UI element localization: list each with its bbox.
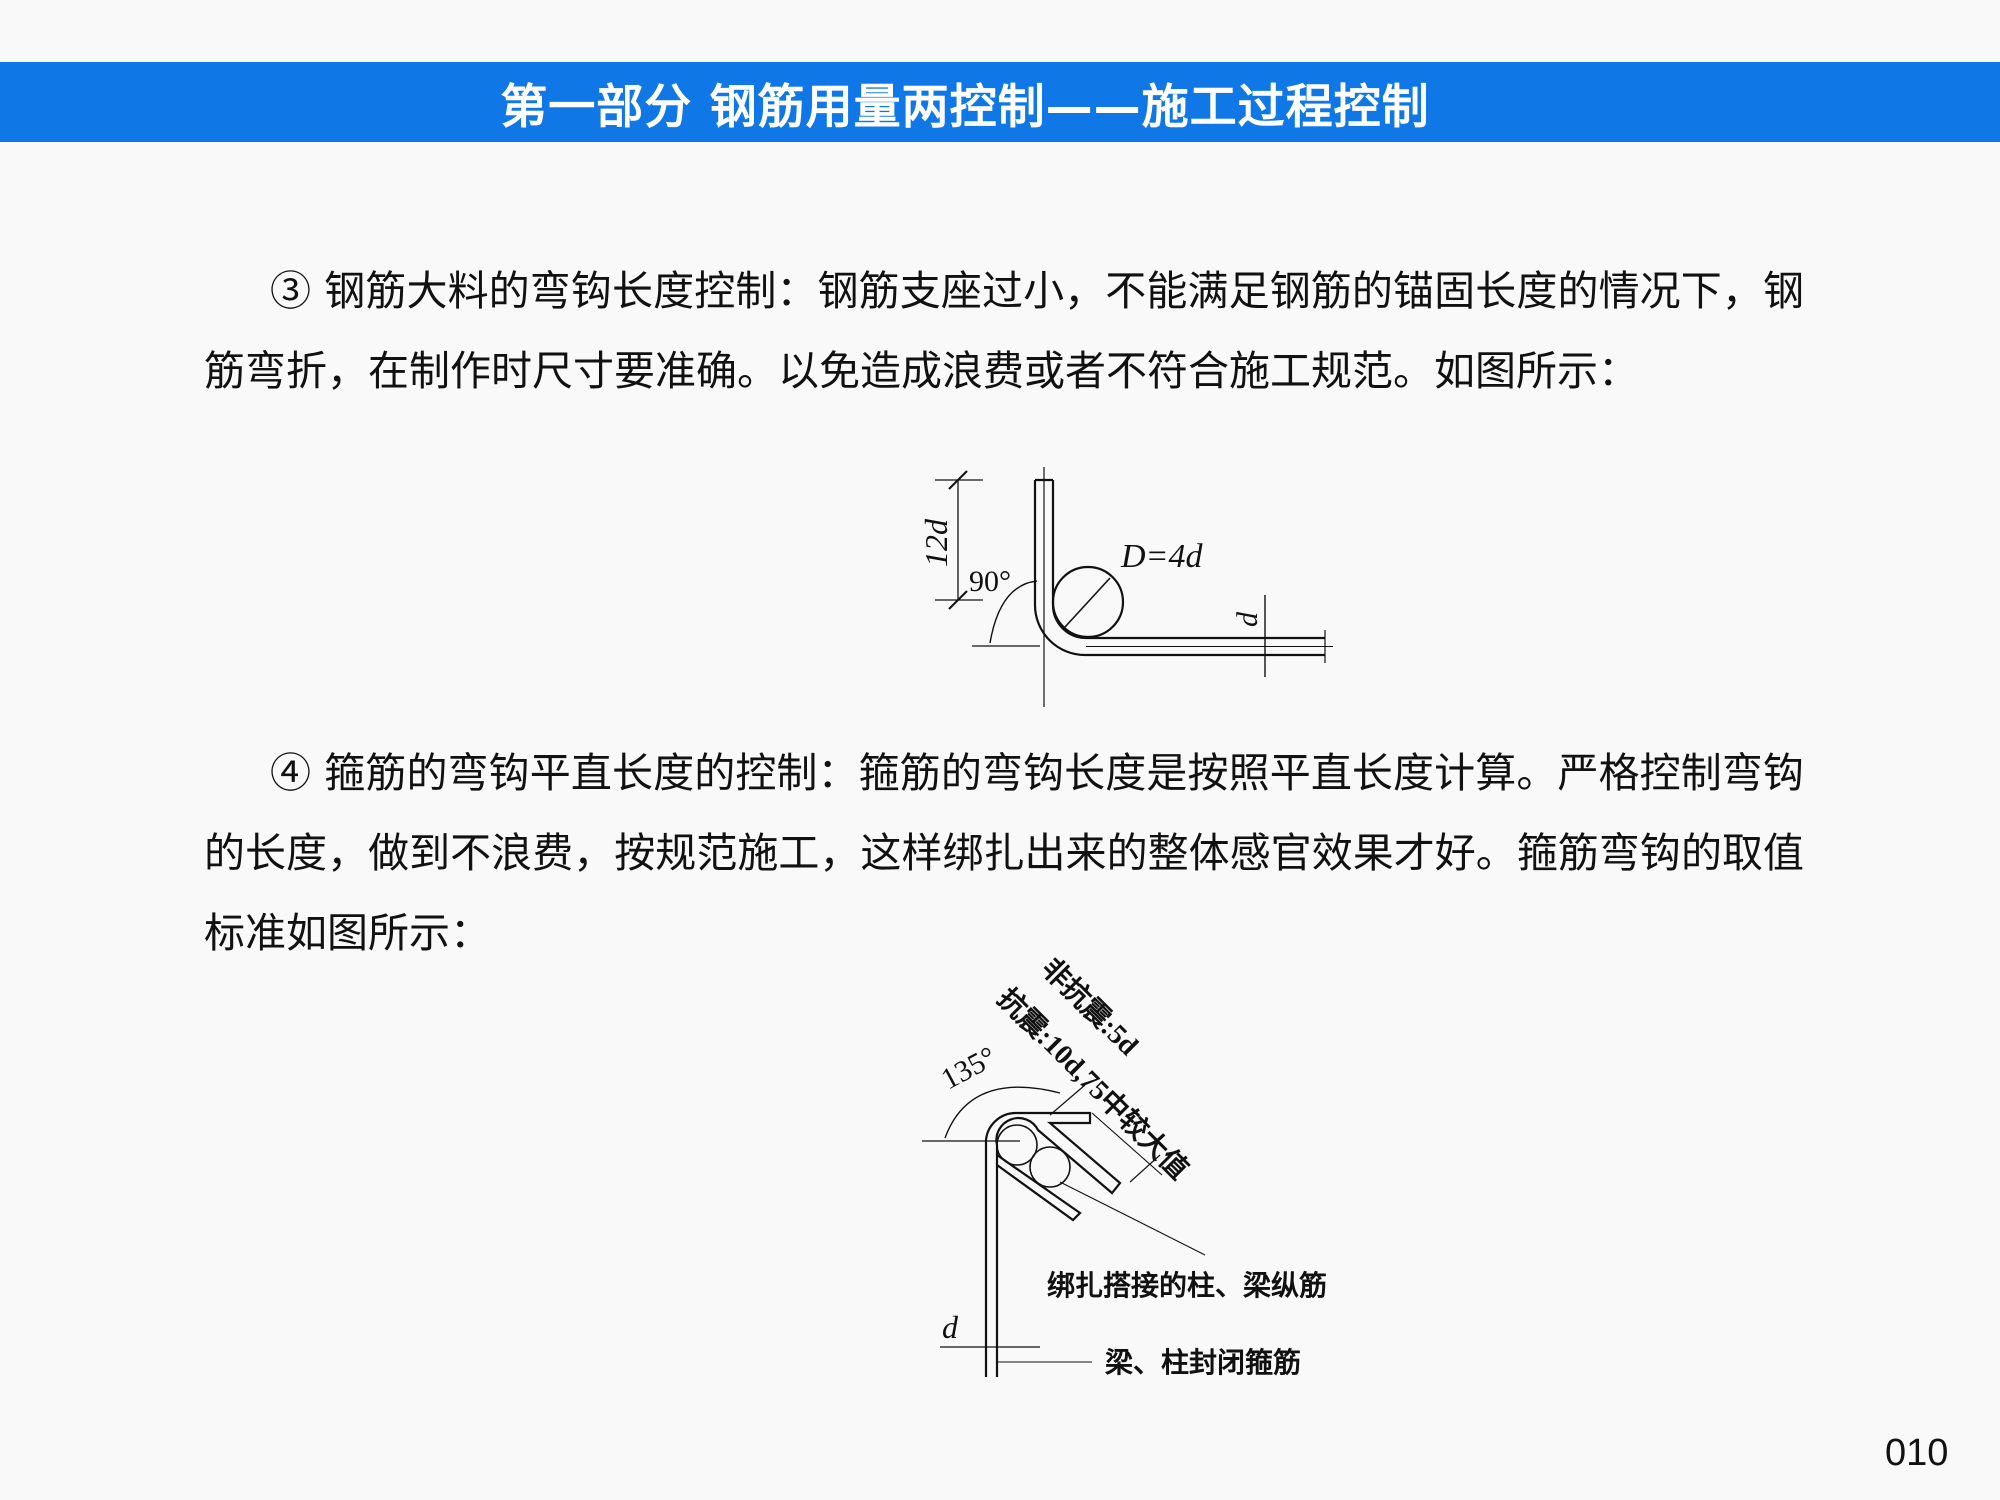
diameter-label: D=4d — [1120, 538, 1203, 575]
bar-diameter-label: d — [1231, 611, 1264, 627]
paragraph-stirrup-hook: ④ 箍筋的弯钩平直长度的控制：箍筋的弯钩长度是按照平直长度计算。严格控制弯钩的长… — [204, 749, 1804, 957]
header-banner: 第一部分 钢筋用量两控制——施工过程控制 — [0, 62, 2000, 142]
bar-diameter-label: d — [942, 1309, 959, 1345]
page-title: 第一部分 钢筋用量两控制——施工过程控制 — [500, 79, 1430, 135]
angle-label: 135° — [936, 1040, 1002, 1096]
longitudinal-bar-label: 绑扎搭接的柱、梁纵筋 — [1047, 1269, 1327, 1302]
angle-label: 90° — [969, 565, 1011, 598]
stirrup-label: 梁、柱封闭箍筋 — [1104, 1346, 1301, 1379]
length-label: 12d — [918, 518, 954, 567]
paragraph-hook-length: ③ 钢筋大料的弯钩长度控制：钢筋支座过小，不能满足钢筋的锚固长度的情况下，钢筋弯… — [204, 267, 1804, 395]
page-number: 010 — [1885, 1432, 1949, 1474]
figure-90-degree-hook: 12d 90° D=4d d — [918, 467, 1333, 707]
figure-135-degree-stirrup-hook: 非抗震:5d 抗震:10d,75中较大值 135° 绑扎搭接的柱、梁纵筋 梁、柱… — [922, 952, 1327, 1379]
